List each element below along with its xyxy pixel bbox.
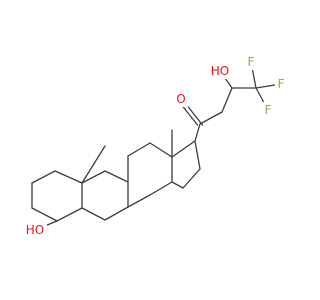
atom-label-oxygen-ketone: O bbox=[176, 92, 185, 106]
atom-label-hydroxyl-top: HO bbox=[211, 64, 229, 78]
atom-label-fluorine-right: F bbox=[278, 77, 285, 91]
bond-lines bbox=[31, 61, 282, 231]
bond-C6-D1 bbox=[171, 140, 196, 158]
bond-B6-A3 bbox=[81, 170, 106, 184]
bond-C3-C1 bbox=[149, 181, 173, 196]
bond-A5-A6 bbox=[31, 207, 58, 222]
bond-C5-C6 bbox=[149, 142, 173, 158]
atom-label-hydroxyl-bottom: HO bbox=[26, 223, 44, 237]
atom-label-fluorine-top: F bbox=[248, 55, 255, 69]
bond-A4-B3 bbox=[81, 207, 106, 221]
bond-K-CH2 bbox=[199, 111, 223, 125]
bond-CH2-CH bbox=[221, 87, 233, 113]
bond-B5-B6 bbox=[104, 170, 129, 183]
bond-A2-A3 bbox=[54, 170, 83, 184]
atom-label-fluorine-bottom: F bbox=[265, 103, 272, 117]
bond-A1-A2 bbox=[31, 170, 56, 184]
bond-B3-B4 bbox=[104, 206, 129, 221]
bond-A4-A5 bbox=[56, 207, 83, 222]
bond-carbonyl-double-1 bbox=[186, 105, 204, 126]
bond-carbonyl-double-0 bbox=[181, 105, 199, 126]
bond-C1-B4 bbox=[127, 194, 151, 208]
bond-D1-D2 bbox=[194, 140, 201, 170]
bond-A3-Me1 bbox=[81, 145, 106, 184]
bond-D1-K bbox=[194, 123, 201, 142]
atom-labels: O HO HO F F F bbox=[23, 54, 287, 238]
bond-C4-C5 bbox=[127, 142, 151, 157]
bond-D2-D3 bbox=[182, 168, 201, 189]
bond-D3-C3 bbox=[171, 181, 184, 189]
molecule-diagram: O HO HO F F F bbox=[23, 54, 287, 238]
